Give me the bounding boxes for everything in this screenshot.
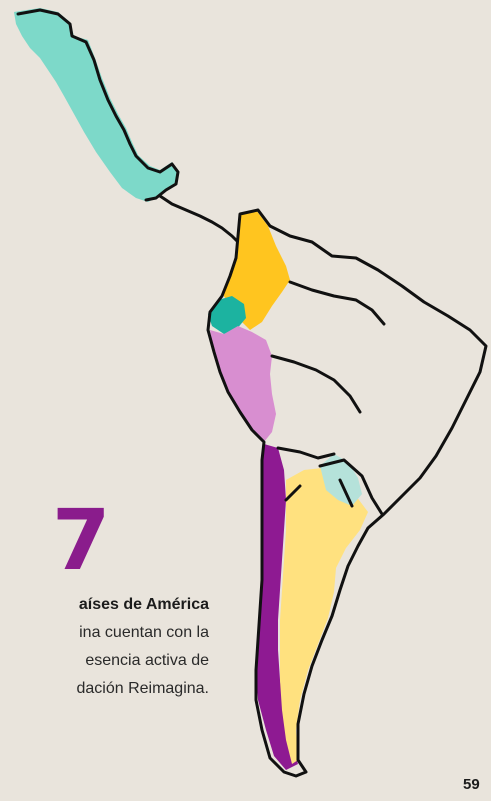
country-peru <box>210 326 276 442</box>
mexico-outline <box>16 8 180 202</box>
stat-line: ina cuentan con la <box>79 624 209 641</box>
stat-line: esencia activa de <box>85 652 209 669</box>
inner-borders <box>270 280 386 516</box>
page-number: 59 <box>463 776 480 793</box>
stat-line: dación Reimagina. <box>76 680 209 697</box>
country-chile <box>256 444 298 770</box>
central-america-outline <box>158 194 242 246</box>
country-mexico <box>14 8 178 202</box>
south-america-outline <box>206 208 488 778</box>
country-argentina <box>280 468 368 764</box>
stat-number: 7 <box>52 491 111 589</box>
stat-heading: aíses de América <box>78 596 209 613</box>
country-ecuador <box>208 296 246 334</box>
